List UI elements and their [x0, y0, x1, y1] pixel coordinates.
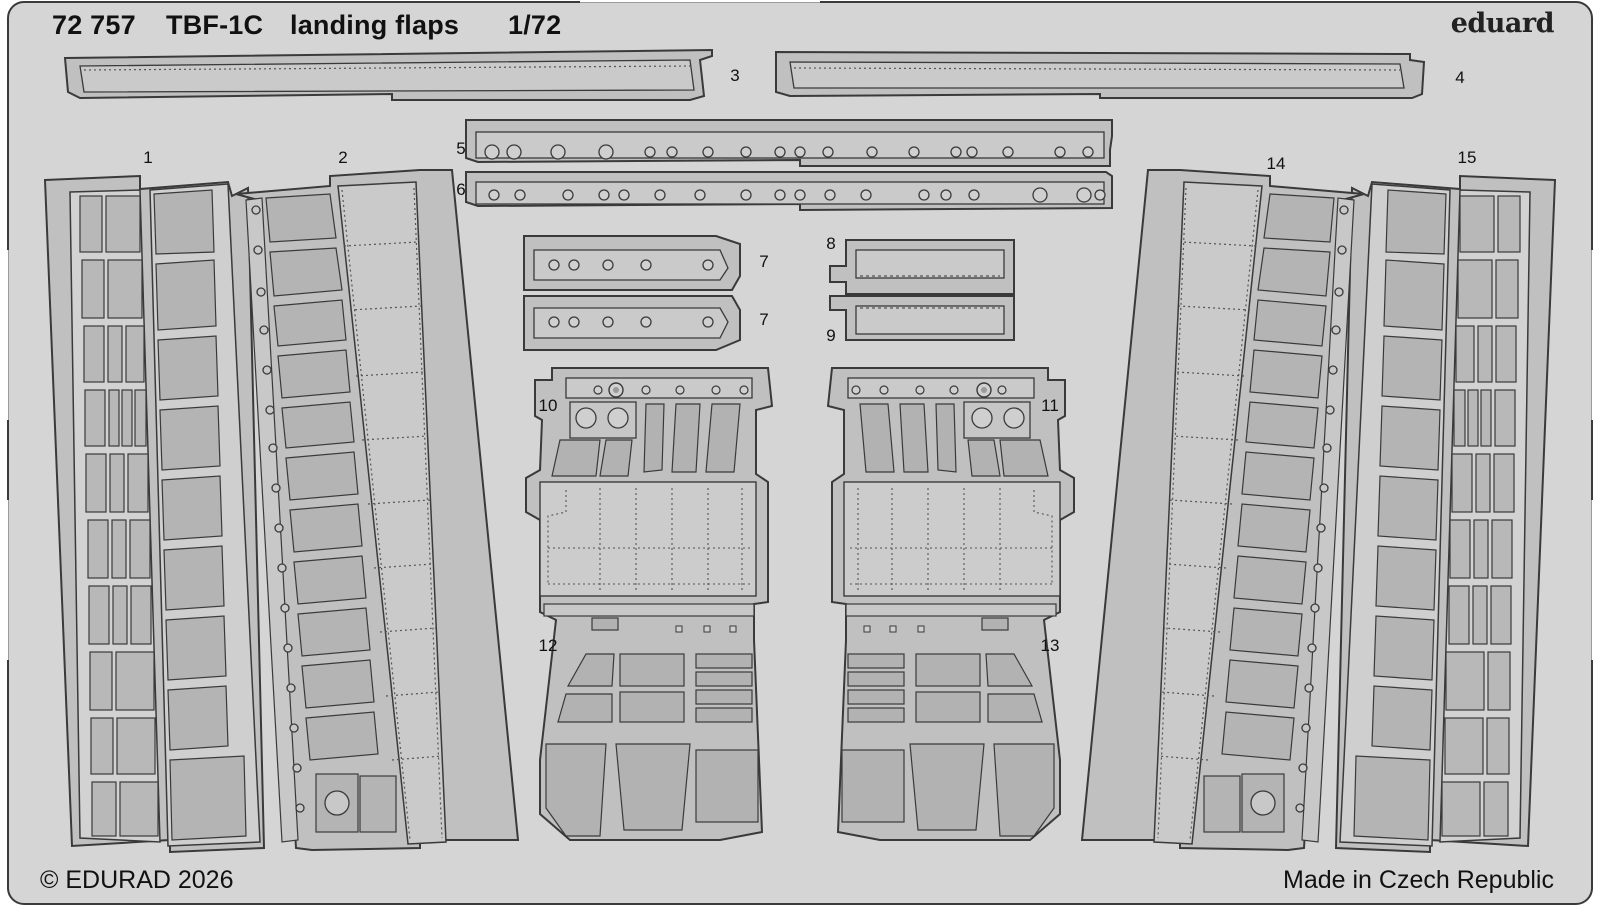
part-number-9: 9 [826, 326, 836, 345]
part-3-strip [63, 48, 713, 101]
part-4-strip [775, 50, 1426, 99]
part-1-outer-flap-left [44, 175, 265, 853]
part-6-strip [465, 171, 1113, 212]
part-number-5: 5 [456, 139, 466, 158]
part-11-13-bay-right [827, 367, 1075, 841]
catalog-number: 72 757 [52, 10, 136, 40]
copyright-text: © EDURAD 2026 [40, 866, 234, 894]
part-number-4: 4 [1455, 68, 1465, 87]
part-15-outer-flap-right [1335, 175, 1556, 853]
part-number-11: 11 [1041, 396, 1059, 415]
part-number-8: 8 [826, 234, 836, 253]
part-number-6: 6 [456, 180, 466, 199]
origin-text: Made in Czech Republic [1283, 866, 1554, 894]
part-number-14: 14 [1266, 154, 1286, 173]
part-number-10: 10 [538, 396, 558, 415]
part-number-1: 1 [143, 148, 153, 167]
part-number-15: 15 [1457, 148, 1477, 167]
part-number-3: 3 [730, 66, 740, 85]
part-5-strip [465, 119, 1113, 167]
part-number-13: 13 [1040, 636, 1060, 655]
part-7-upper [523, 235, 741, 291]
scale: 1/72 [508, 10, 562, 40]
part-number-7a: 7 [759, 252, 769, 271]
part-number-7b: 7 [759, 310, 769, 329]
part-10-12-bay-left [525, 367, 773, 841]
part-8-strip [829, 239, 1015, 295]
part-9-strip [829, 295, 1015, 341]
part-7-lower [523, 295, 741, 351]
product-description: landing flaps [290, 10, 460, 40]
part-number-2: 2 [338, 148, 348, 167]
product-name: TBF-1C [166, 10, 264, 40]
eduard-logo: eduard [1450, 8, 1555, 39]
part-number-12: 12 [538, 636, 558, 655]
